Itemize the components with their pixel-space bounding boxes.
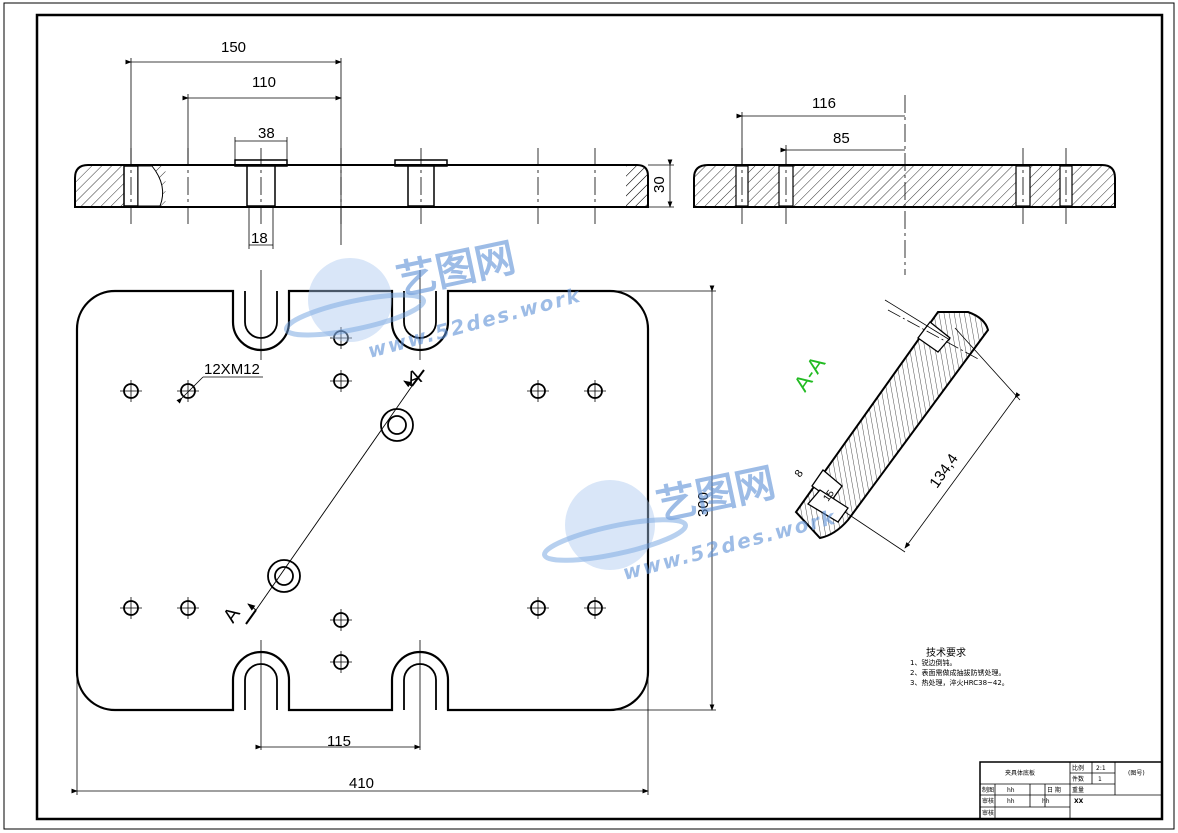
dim-110: 110 xyxy=(252,74,276,91)
plan-view xyxy=(71,270,716,795)
tb-check-name: hh xyxy=(1007,798,1015,805)
tb-date-label: 日 期 xyxy=(1047,786,1061,794)
tb-scale-value: 2:1 xyxy=(1096,765,1106,772)
tb-draw-name: hh xyxy=(1007,787,1015,794)
watermark-brand-2: 艺图网 xyxy=(653,460,780,530)
watermark-brand-1: 艺图网 xyxy=(393,235,520,305)
dim-30: 30 xyxy=(651,176,668,193)
inner-border xyxy=(35,13,1164,821)
outer-border xyxy=(3,2,1175,830)
tb-check-label: 审核 xyxy=(982,797,994,805)
section-mark-bottom: A xyxy=(219,603,245,627)
dim-38: 38 xyxy=(258,125,275,142)
tb-part-name: 夹具体底板 xyxy=(1005,769,1035,777)
tb-qty-value: 1 xyxy=(1098,776,1102,783)
tech-item-3: 3、热处理，淬火HRC38~42。 xyxy=(910,678,1009,687)
tb-qty-label: 件数 xyxy=(1072,775,1084,783)
dim-8: 8 xyxy=(793,468,806,480)
watermark-2: 艺图网 www.52des.work xyxy=(542,460,839,585)
tb-scale-label: 比例 xyxy=(1072,764,1084,772)
watermark-1: 艺图网 www.52des.work xyxy=(283,235,584,363)
title-block xyxy=(979,761,1163,820)
tech-item-1: 1、锐边倒钝。 xyxy=(910,658,956,667)
tech-requirements: 技术要求 1、锐边倒钝。 2、表面需做成抽拔防锈处理。 3、热处理，淬火HRC3… xyxy=(910,646,1009,687)
dim-300: 300 xyxy=(695,492,712,517)
tb-drawing-no: (图号) xyxy=(1128,770,1145,777)
tb-draw-label: 制图 xyxy=(982,786,994,794)
tb-weight-label: 重量 xyxy=(1072,786,1084,794)
tech-item-2: 2、表面需做成抽拔防锈处理。 xyxy=(910,668,1005,677)
section-label: A-A xyxy=(789,351,831,396)
front-section-view: 150 110 38 18 30 xyxy=(74,39,674,249)
section-mark-top: A xyxy=(404,365,425,390)
dim-150: 150 xyxy=(221,39,246,56)
dim-134-4: 134,4 xyxy=(926,451,961,492)
thread-note: 12XM12 xyxy=(204,361,260,378)
dim-115: 115 xyxy=(327,733,351,750)
side-section-view: 116 85 xyxy=(693,95,1116,275)
dim-116: 116 xyxy=(812,95,836,112)
tb-org: XX xyxy=(1074,798,1084,805)
tech-title: 技术要求 xyxy=(926,646,966,659)
dim-85: 85 xyxy=(833,130,850,147)
tb-approve-label: 审核 xyxy=(982,809,994,817)
dim-18: 18 xyxy=(251,230,268,247)
dim-410: 410 xyxy=(349,775,374,792)
tb-check-name-2: hh xyxy=(1042,798,1050,805)
